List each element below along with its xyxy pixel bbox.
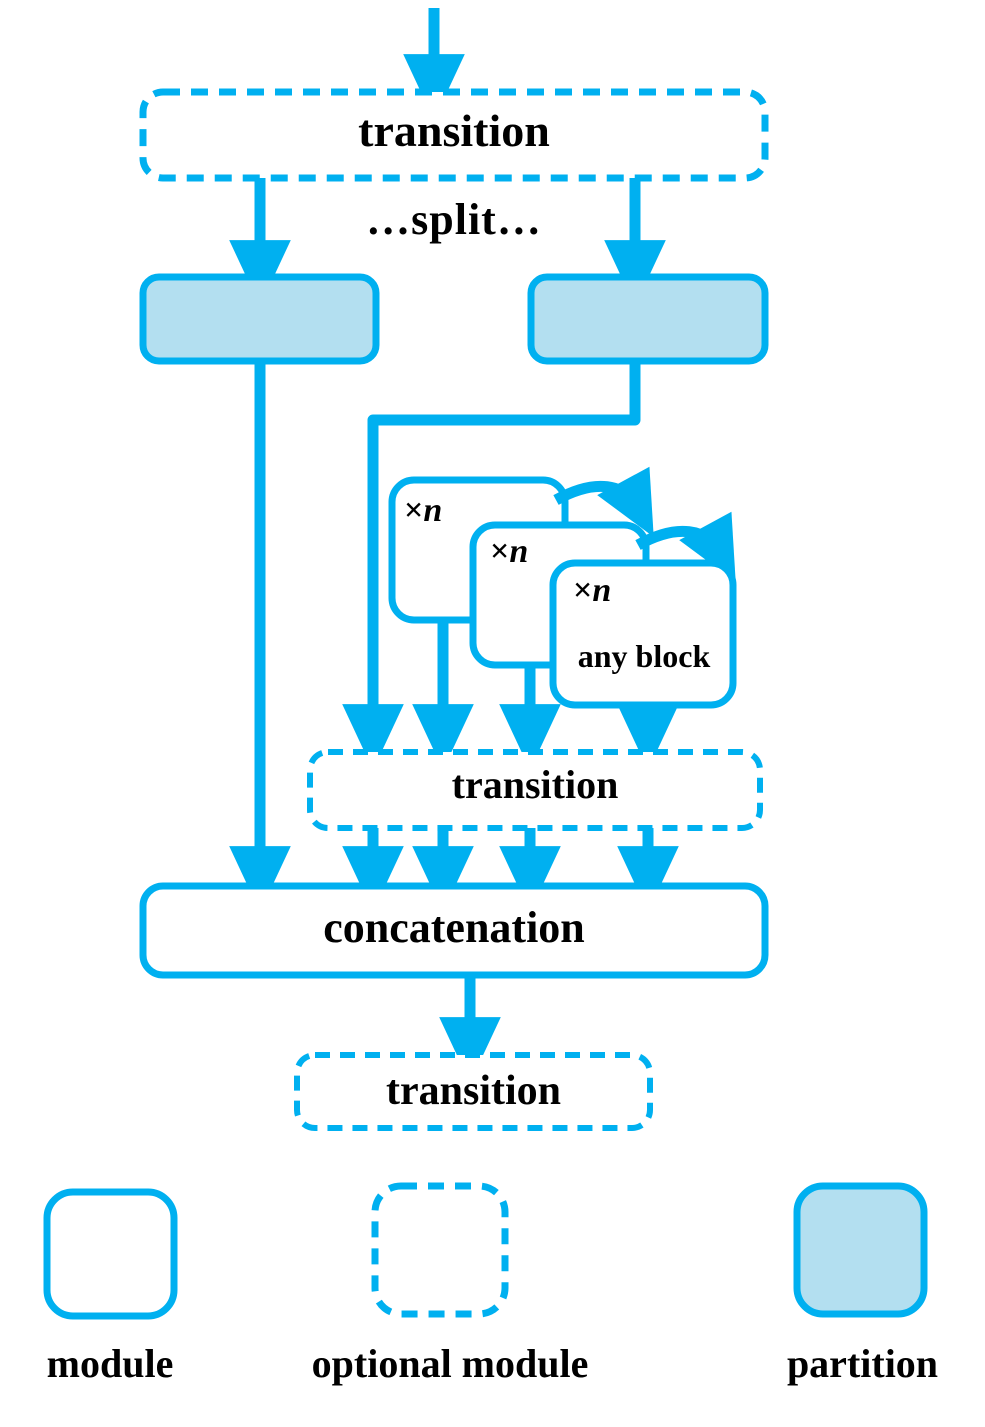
block-card-3-times-symbol: × xyxy=(573,572,593,609)
concatenation-label: concatenation xyxy=(323,903,585,952)
split-note-label: …split… xyxy=(366,195,542,244)
block-card-2-times-symbol: × xyxy=(490,533,510,570)
concatenation-box[interactable] xyxy=(139,882,769,979)
block-card-2-multiplier: ×n xyxy=(490,535,610,569)
recurrence-arrow-1 xyxy=(553,466,654,538)
block-card-2-n: n xyxy=(509,533,529,570)
legend-swatch-optional-module xyxy=(371,1182,509,1318)
legend-swatch-module xyxy=(43,1188,178,1320)
block-card-3-n: n xyxy=(592,572,612,609)
transition-top-label: transition xyxy=(358,105,550,156)
block-card-3-label: any block xyxy=(577,638,711,674)
transition-mid-to-concat-arrows xyxy=(342,828,679,913)
recurrence-arrow-2 xyxy=(635,511,736,583)
partition-right-box[interactable] xyxy=(527,273,769,365)
legend-label-module: module xyxy=(46,1341,174,1386)
partition-left-box[interactable] xyxy=(139,273,380,365)
block-card-1-multiplier: ×n xyxy=(404,494,524,528)
block-card-1-n: n xyxy=(423,492,443,529)
legend-swatch-partition xyxy=(793,1182,928,1318)
partition-right-elbow-connector xyxy=(342,361,641,771)
transition-top-box[interactable] xyxy=(139,88,769,182)
transition-mid-label: transition xyxy=(451,762,619,807)
block-card-1-times-symbol: × xyxy=(404,492,424,529)
transition-mid-box[interactable] xyxy=(307,749,763,831)
legend-label-optional-module: optional module xyxy=(311,1341,589,1386)
legend-label-partition: partition xyxy=(786,1341,939,1386)
transition-bottom-box[interactable] xyxy=(294,1052,653,1131)
transition-bottom-label: transition xyxy=(385,1068,561,1114)
block-card-3-multiplier: ×n xyxy=(573,574,693,608)
